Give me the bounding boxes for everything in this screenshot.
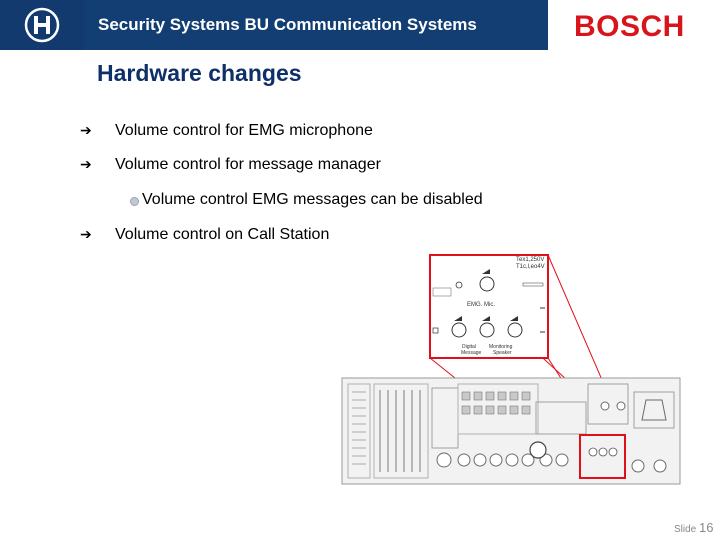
arrow-right-icon: ➔	[80, 156, 92, 172]
svg-text:Speaker: Speaker	[493, 350, 512, 356]
zoom-inset: Tex1,250V T1c,l,eo4V EMG. Mic. Digital M…	[429, 254, 549, 359]
zoom-label-digital-message: Digital	[462, 344, 476, 350]
bullet-text: Volume control for message manager	[115, 156, 381, 173]
zoom-label-monitoring-speaker: Monitoring	[489, 344, 513, 350]
svg-text:Message: Message	[461, 350, 482, 356]
bullet-text: Volume control on Call Station	[115, 226, 330, 243]
brand-logo-text: BOSCH	[574, 10, 685, 43]
panel-drawing	[341, 377, 681, 485]
zoom-label-voltage-2: T1c,l,eo4V	[516, 264, 545, 270]
slide-number: Slide 16	[674, 520, 714, 535]
page-title: Hardware changes	[97, 60, 302, 86]
arrow-right-icon: ➔	[80, 122, 92, 138]
header-title: Security Systems BU Communication System…	[98, 15, 477, 34]
slide-label: Slide	[674, 524, 697, 535]
zoom-label-emg-mic: EMG. Mic.	[467, 302, 495, 308]
volume-control-highlight-box	[579, 434, 626, 479]
sub-bullet-text: Volume control EMG messages can be disab…	[142, 191, 483, 208]
header: Security Systems BU Communication System…	[0, 0, 720, 50]
bullet-text: Volume control for EMG microphone	[115, 122, 373, 139]
arrow-right-icon: ➔	[80, 226, 92, 242]
hardware-panel-figure: Tex1,250V T1c,l,eo4V EMG. Mic. Digital M…	[341, 254, 681, 485]
bullet-dot-icon	[130, 197, 139, 206]
header-title-bar: Security Systems BU Communication System…	[84, 0, 548, 50]
zoom-label-voltage-1: Tex1,250V	[516, 257, 544, 263]
logo-box	[0, 0, 84, 50]
slide-number-value: 16	[699, 520, 714, 535]
bosch-armature-icon	[24, 7, 60, 43]
